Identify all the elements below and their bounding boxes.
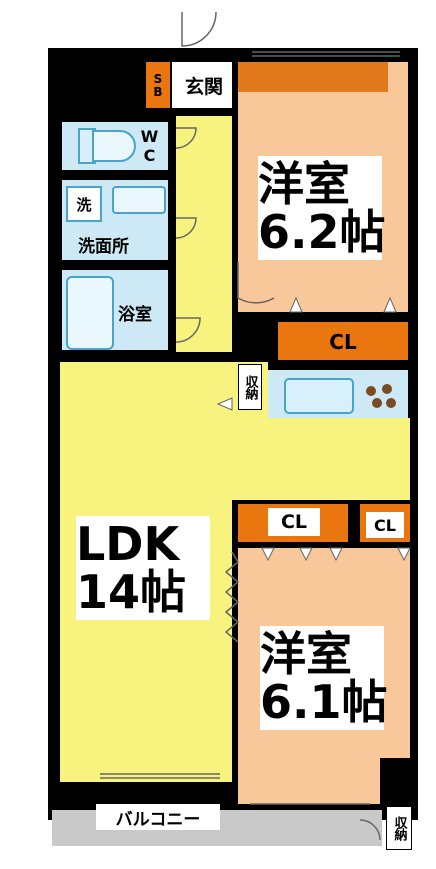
- toilet-label: WC: [138, 122, 160, 170]
- washing-machine-box: 洗: [66, 186, 102, 222]
- bathroom-label: 浴室: [118, 300, 168, 325]
- balcony-label: バルコニー: [96, 804, 220, 830]
- storage-kitchen: 収納: [238, 364, 262, 410]
- western-room-bottom-lower: [238, 758, 380, 804]
- bathtub: [66, 276, 114, 350]
- ldk-label: LDK 14帖: [76, 516, 210, 620]
- shoe-box: [146, 62, 170, 108]
- ldk-name: LDK: [76, 516, 180, 571]
- ldk-upper-area: [232, 418, 410, 500]
- closet-mid-text: CL: [280, 511, 308, 533]
- storage-balcony-label: 収納: [391, 816, 407, 840]
- closet-small-text: CL: [374, 515, 396, 535]
- closet-small-label: CL: [366, 512, 404, 538]
- bathroom-text: 浴室: [118, 305, 152, 325]
- closet-top-label: CL: [278, 330, 408, 354]
- stove-burner-3: [372, 398, 382, 408]
- closet-top: [278, 322, 408, 360]
- washing-machine-label: 洗: [76, 195, 92, 214]
- entrance-label: 玄関: [176, 72, 232, 99]
- closet-mid-label: CL: [268, 508, 320, 536]
- closet-top-text: CL: [329, 330, 357, 354]
- balcony-text: バルコニー: [115, 809, 201, 830]
- corridor: [176, 116, 232, 352]
- window-band-top: [238, 62, 388, 92]
- entrance-floor: [172, 62, 232, 108]
- washroom-label: 洗面所: [78, 232, 168, 257]
- sink: [284, 378, 354, 414]
- storage-balcony: 収納: [386, 806, 412, 850]
- entrance-text: 玄関: [184, 76, 223, 98]
- toilet-text: WC: [140, 127, 159, 165]
- shoe-box-label: SB: [148, 64, 168, 106]
- western-room-bottom-name: 洋室: [260, 626, 352, 681]
- wash-basin: [112, 186, 166, 214]
- shoe-box-text: SB: [151, 72, 165, 98]
- ldk-size: 14帖: [76, 565, 187, 619]
- western-room-top-size: 6.2帖: [258, 205, 386, 259]
- stove-burner-2: [382, 384, 392, 394]
- western-room-bottom-label: 洋室 6.1帖: [260, 626, 388, 730]
- western-room-top-name: 洋室: [258, 156, 350, 211]
- stove-burner-1: [366, 386, 376, 396]
- washroom-text: 洗面所: [78, 237, 129, 257]
- storage-kitchen-label: 収納: [242, 375, 258, 399]
- western-room-top-label: 洋室 6.2帖: [258, 156, 386, 260]
- toilet-bowl: [92, 130, 136, 162]
- accordion-door: [224, 551, 240, 643]
- western-room-bottom-size: 6.1帖: [260, 675, 388, 729]
- stove-burner-4: [386, 398, 396, 408]
